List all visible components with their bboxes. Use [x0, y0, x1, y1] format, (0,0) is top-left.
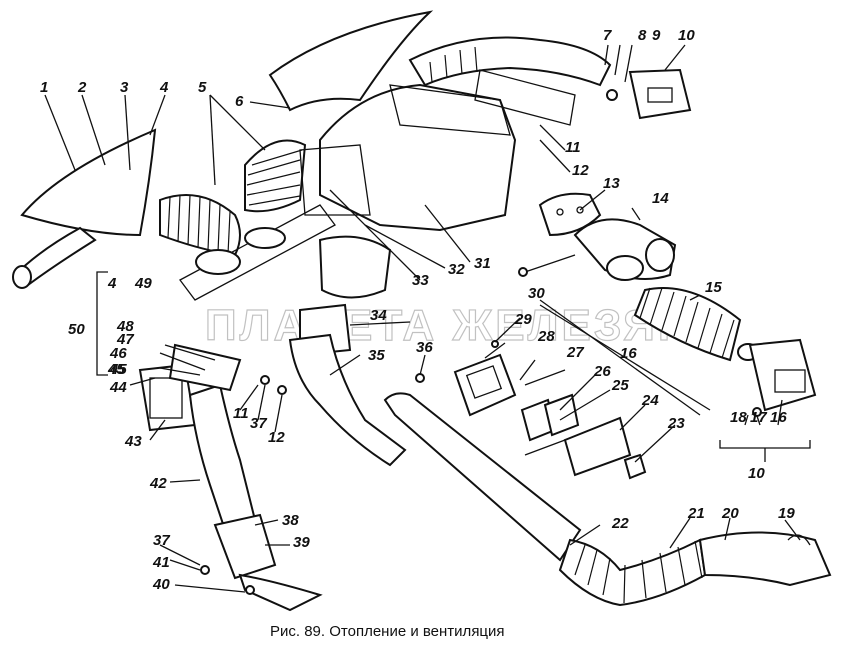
callout-11-mid: 11 — [233, 405, 249, 422]
callout-43: 43 — [124, 433, 142, 450]
callout-7: 7 — [603, 27, 612, 44]
leader-lines — [44, 44, 801, 593]
callout-49: 49 — [134, 275, 152, 292]
callout-4-group: 4 — [107, 275, 117, 292]
callout-34: 34 — [370, 307, 387, 324]
callout-3: 3 — [120, 79, 129, 96]
part-duct-14 — [518, 218, 677, 281]
part-hose-7 — [408, 36, 612, 126]
callout-46: 46 — [109, 345, 127, 362]
callout-12-mid: 12 — [268, 429, 285, 446]
part-deflector-left — [12, 128, 157, 289]
part-small-components — [415, 340, 647, 480]
callout-32: 32 — [448, 261, 465, 278]
bracket-10-lower — [719, 440, 811, 462]
part-hose-15 — [633, 287, 759, 362]
callout-33: 33 — [412, 272, 429, 289]
callout-4: 4 — [159, 79, 169, 96]
callout-5: 5 — [198, 79, 207, 96]
part-air-intake-6 — [268, 10, 434, 112]
callout-50: 50 — [68, 321, 85, 338]
callout-22: 22 — [611, 515, 629, 532]
callout-8: 8 — [638, 27, 647, 44]
callout-19: 19 — [778, 505, 795, 522]
callout-35: 35 — [368, 347, 385, 364]
callout-21: 21 — [687, 505, 705, 522]
callout-40: 40 — [152, 576, 170, 593]
callout-48: 48 — [116, 318, 134, 335]
part-duct-35 — [288, 303, 407, 467]
callout-41: 41 — [152, 554, 170, 571]
callout-17: 17 — [750, 409, 767, 426]
callout-18: 18 — [730, 409, 747, 426]
callout-24: 24 — [641, 392, 659, 409]
callout-47: 47 — [116, 331, 134, 348]
callout-26: 26 — [593, 363, 611, 380]
callout-11: 11 — [565, 139, 581, 156]
callout-44: 44 — [109, 379, 127, 396]
callout-6: 6 — [235, 93, 244, 110]
part-valve-16 — [748, 338, 817, 417]
callout-10-lower: 10 — [748, 465, 765, 482]
callout-13: 13 — [603, 175, 620, 192]
callout-25: 25 — [611, 377, 629, 394]
callout-16-lower: 16 — [770, 409, 787, 426]
callout-28: 28 — [537, 328, 555, 345]
callout-42: 42 — [149, 475, 167, 492]
part-valve-10-upper — [606, 68, 692, 120]
callout-30: 30 — [528, 285, 545, 302]
callout-12: 12 — [572, 162, 589, 179]
callout-10: 10 — [678, 27, 695, 44]
callout-1: 1 — [40, 79, 48, 96]
callout-36: 36 — [416, 339, 433, 356]
callout-39: 39 — [293, 534, 310, 551]
part-corrugated-hose-5 — [159, 139, 307, 257]
callout-labels: 1 2 3 4 5 6 7 8 9 10 11 12 13 14 15 16 1… — [40, 27, 795, 593]
callout-14: 14 — [652, 190, 669, 207]
callout-9: 9 — [652, 27, 661, 44]
callout-37-mid: 37 — [250, 415, 267, 432]
part-gasket-13 — [538, 192, 602, 237]
callout-23: 23 — [667, 415, 685, 432]
callout-37: 37 — [153, 532, 170, 549]
bracket-50 — [96, 271, 108, 376]
callout-20: 20 — [721, 505, 739, 522]
callout-15: 15 — [705, 279, 722, 296]
part-left-duct-42 — [138, 343, 323, 612]
callout-31: 31 — [474, 255, 491, 272]
callout-45: 45 — [109, 361, 127, 378]
callout-29: 29 — [514, 311, 532, 328]
callout-38: 38 — [282, 512, 299, 529]
callout-27: 27 — [566, 344, 584, 361]
part-heater-housing — [179, 83, 517, 301]
callout-45-group: 45 — [107, 361, 125, 378]
bracket-16 — [539, 304, 711, 411]
part-floor-duct-22 — [383, 392, 832, 607]
callout-16: 16 — [620, 345, 637, 362]
figure-caption: Рис. 89. Отопление и вентиляция — [270, 623, 505, 640]
callout-2: 2 — [77, 79, 87, 96]
